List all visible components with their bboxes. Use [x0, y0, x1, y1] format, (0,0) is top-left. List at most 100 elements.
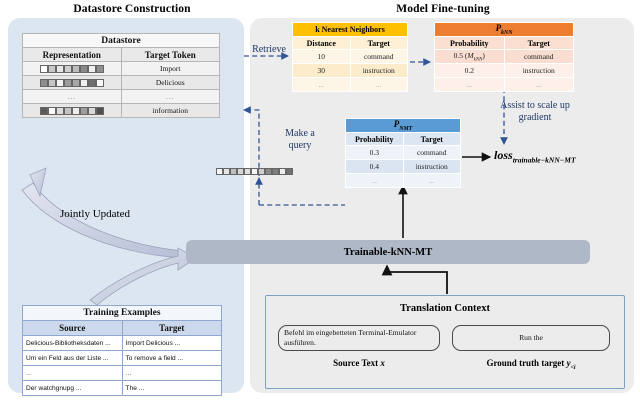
target-text-box[interactable]: Run the	[452, 325, 610, 351]
source-caption-main: Source Text	[333, 358, 381, 368]
translation-context-box: Translation Context Befehl im eingebette…	[265, 295, 625, 389]
target-caption-sub: <i	[570, 364, 576, 371]
training-examples-table: Training Examples Source Target Deliciou…	[22, 305, 222, 396]
table-row: ... ...	[292, 77, 408, 92]
table-row: ... ...	[22, 89, 220, 104]
training-source-cell: Delicious-Bibliotheksdaten ...	[22, 335, 123, 351]
datastore-target-cell: information	[120, 103, 220, 118]
datastore-representation-ellipsis: ...	[22, 89, 122, 104]
pnmt-target-cell: command	[402, 145, 461, 160]
knn-caption: k Nearest Neighbors	[292, 22, 408, 37]
knn-target-ellipsis: ...	[349, 77, 408, 92]
label-jointly-updated: Jointly Updated	[60, 208, 130, 220]
source-caption-var: x	[380, 358, 385, 368]
label-make-a-query: Make a query	[285, 128, 315, 151]
table-row: ... ...	[345, 173, 461, 188]
pnmt-probability-cell: 0.3	[345, 145, 404, 160]
section-title-model-fine-tuning: Model Fine-tuning	[396, 3, 490, 15]
loss-main: loss	[494, 148, 513, 162]
knn-target-cell: instruction	[349, 63, 408, 78]
datastore-target-cell: Delicious	[120, 75, 220, 90]
pknn-target-cell: command	[503, 49, 574, 64]
table-row: Delicious	[22, 75, 220, 90]
representation-vector	[23, 106, 121, 115]
pknn-table: PkNN Probability Target 0.5 (MkNN) comma…	[434, 22, 574, 92]
pknn-prob-var: M	[467, 50, 474, 60]
pknn-header-probability: Probability	[434, 36, 505, 50]
knn-header-distance: Distance	[292, 36, 351, 50]
datastore-table: Datastore Representation Target Token Im…	[22, 33, 220, 118]
section-title-datastore-construction: Datastore Construction	[73, 3, 191, 15]
table-row: 0.3 command	[345, 145, 461, 160]
label-assist-to-scale-up-gradient: Assist to scale up gradient	[500, 100, 570, 123]
pknn-caption: PkNN	[434, 22, 574, 37]
datastore-target-cell: Import	[120, 61, 220, 76]
pnmt-caption-sub: NMT	[399, 125, 413, 132]
training-header-target: Target	[121, 320, 222, 336]
table-row: 0.5 (MkNN) command	[434, 49, 574, 64]
table-row: 0.4 instruction	[345, 159, 461, 174]
target-caption-var: y	[566, 358, 571, 368]
table-row: Der watchgnupg ... The ...	[22, 380, 222, 396]
k-nearest-neighbors-table: k Nearest Neighbors Distance Target 10 c…	[292, 22, 408, 92]
trainable-knn-mt-label: Trainable-kNN-MT	[343, 246, 433, 258]
trainable-knn-mt-box[interactable]: Trainable-kNN-MT	[186, 240, 590, 264]
table-row: information	[22, 103, 220, 118]
pnmt-probability-ellipsis: ...	[345, 173, 404, 188]
table-row: 10 command	[292, 49, 408, 64]
pknn-prob-sub: kNN	[473, 57, 483, 63]
training-source-ellipsis: ...	[22, 365, 123, 381]
table-row: Import	[22, 61, 220, 76]
datastore-representation-cell	[22, 75, 122, 90]
training-source-cell: Um ein Feld aus der Liste ...	[22, 350, 123, 366]
pnmt-target-cell: instruction	[402, 159, 461, 174]
label-retrieve: Retrieve	[252, 44, 286, 55]
loss-subscript: trainable−kNN−MT	[512, 155, 576, 165]
source-text-caption: Source Text x	[278, 358, 440, 368]
training-target-ellipsis: ...	[121, 365, 222, 381]
query-vector	[216, 168, 293, 175]
knn-distance-ellipsis: ...	[292, 77, 351, 92]
pknn-header-target: Target	[503, 36, 574, 50]
pnmt-header-probability: Probability	[345, 132, 404, 146]
translation-context-title: Translation Context	[400, 303, 490, 314]
pknn-probability-cell: 0.2	[434, 63, 505, 78]
pknn-caption-main: P	[495, 23, 502, 34]
pnmt-probability-cell: 0.4	[345, 159, 404, 174]
datastore-header-representation: Representation	[22, 47, 122, 62]
training-target-cell: Import Delicious ...	[121, 335, 222, 351]
knn-distance-cell: 10	[292, 49, 351, 64]
pknn-target-cell: instruction	[503, 63, 574, 78]
pnmt-target-ellipsis: ...	[402, 173, 461, 188]
training-examples-caption: Training Examples	[22, 305, 222, 321]
loss-label: losstrainable−kNN−MT	[494, 148, 634, 164]
pnmt-table: PNMT Probability Target 0.3 command 0.4 …	[345, 118, 461, 188]
representation-vector	[23, 64, 121, 73]
table-row: ... ...	[22, 365, 222, 381]
knn-target-cell: command	[349, 49, 408, 64]
pknn-prob-tail: )	[482, 50, 485, 60]
pnmt-header-target: Target	[402, 132, 461, 146]
target-caption-main: Ground truth target	[486, 358, 567, 368]
datastore-representation-cell	[22, 103, 122, 118]
knn-distance-cell: 30	[292, 63, 351, 78]
table-row: 0.2 instruction	[434, 63, 574, 78]
representation-vector	[23, 78, 121, 87]
training-target-cell: To remove a field ...	[121, 350, 222, 366]
training-target-cell: The ...	[121, 380, 222, 396]
datastore-caption: Datastore	[22, 33, 220, 48]
query-vector-cells	[216, 168, 293, 175]
table-row: 30 instruction	[292, 63, 408, 78]
training-source-cell: Der watchgnupg ...	[22, 380, 123, 396]
datastore-header-target-token: Target Token	[120, 47, 220, 62]
table-row: Um ein Feld aus der Liste ... To remove …	[22, 350, 222, 366]
source-text-box[interactable]: Befehl im eingebetteten Terminal-Emulato…	[278, 325, 440, 351]
pknn-prob-main: 0.5 (	[453, 50, 468, 60]
target-text-caption: Ground truth target y<i	[452, 358, 610, 371]
knn-header-target: Target	[349, 36, 408, 50]
pknn-probability-cell: 0.5 (MkNN)	[434, 49, 505, 64]
pknn-target-ellipsis: ...	[503, 77, 574, 92]
training-header-source: Source	[22, 320, 123, 336]
pknn-caption-sub: kNN	[501, 29, 513, 36]
